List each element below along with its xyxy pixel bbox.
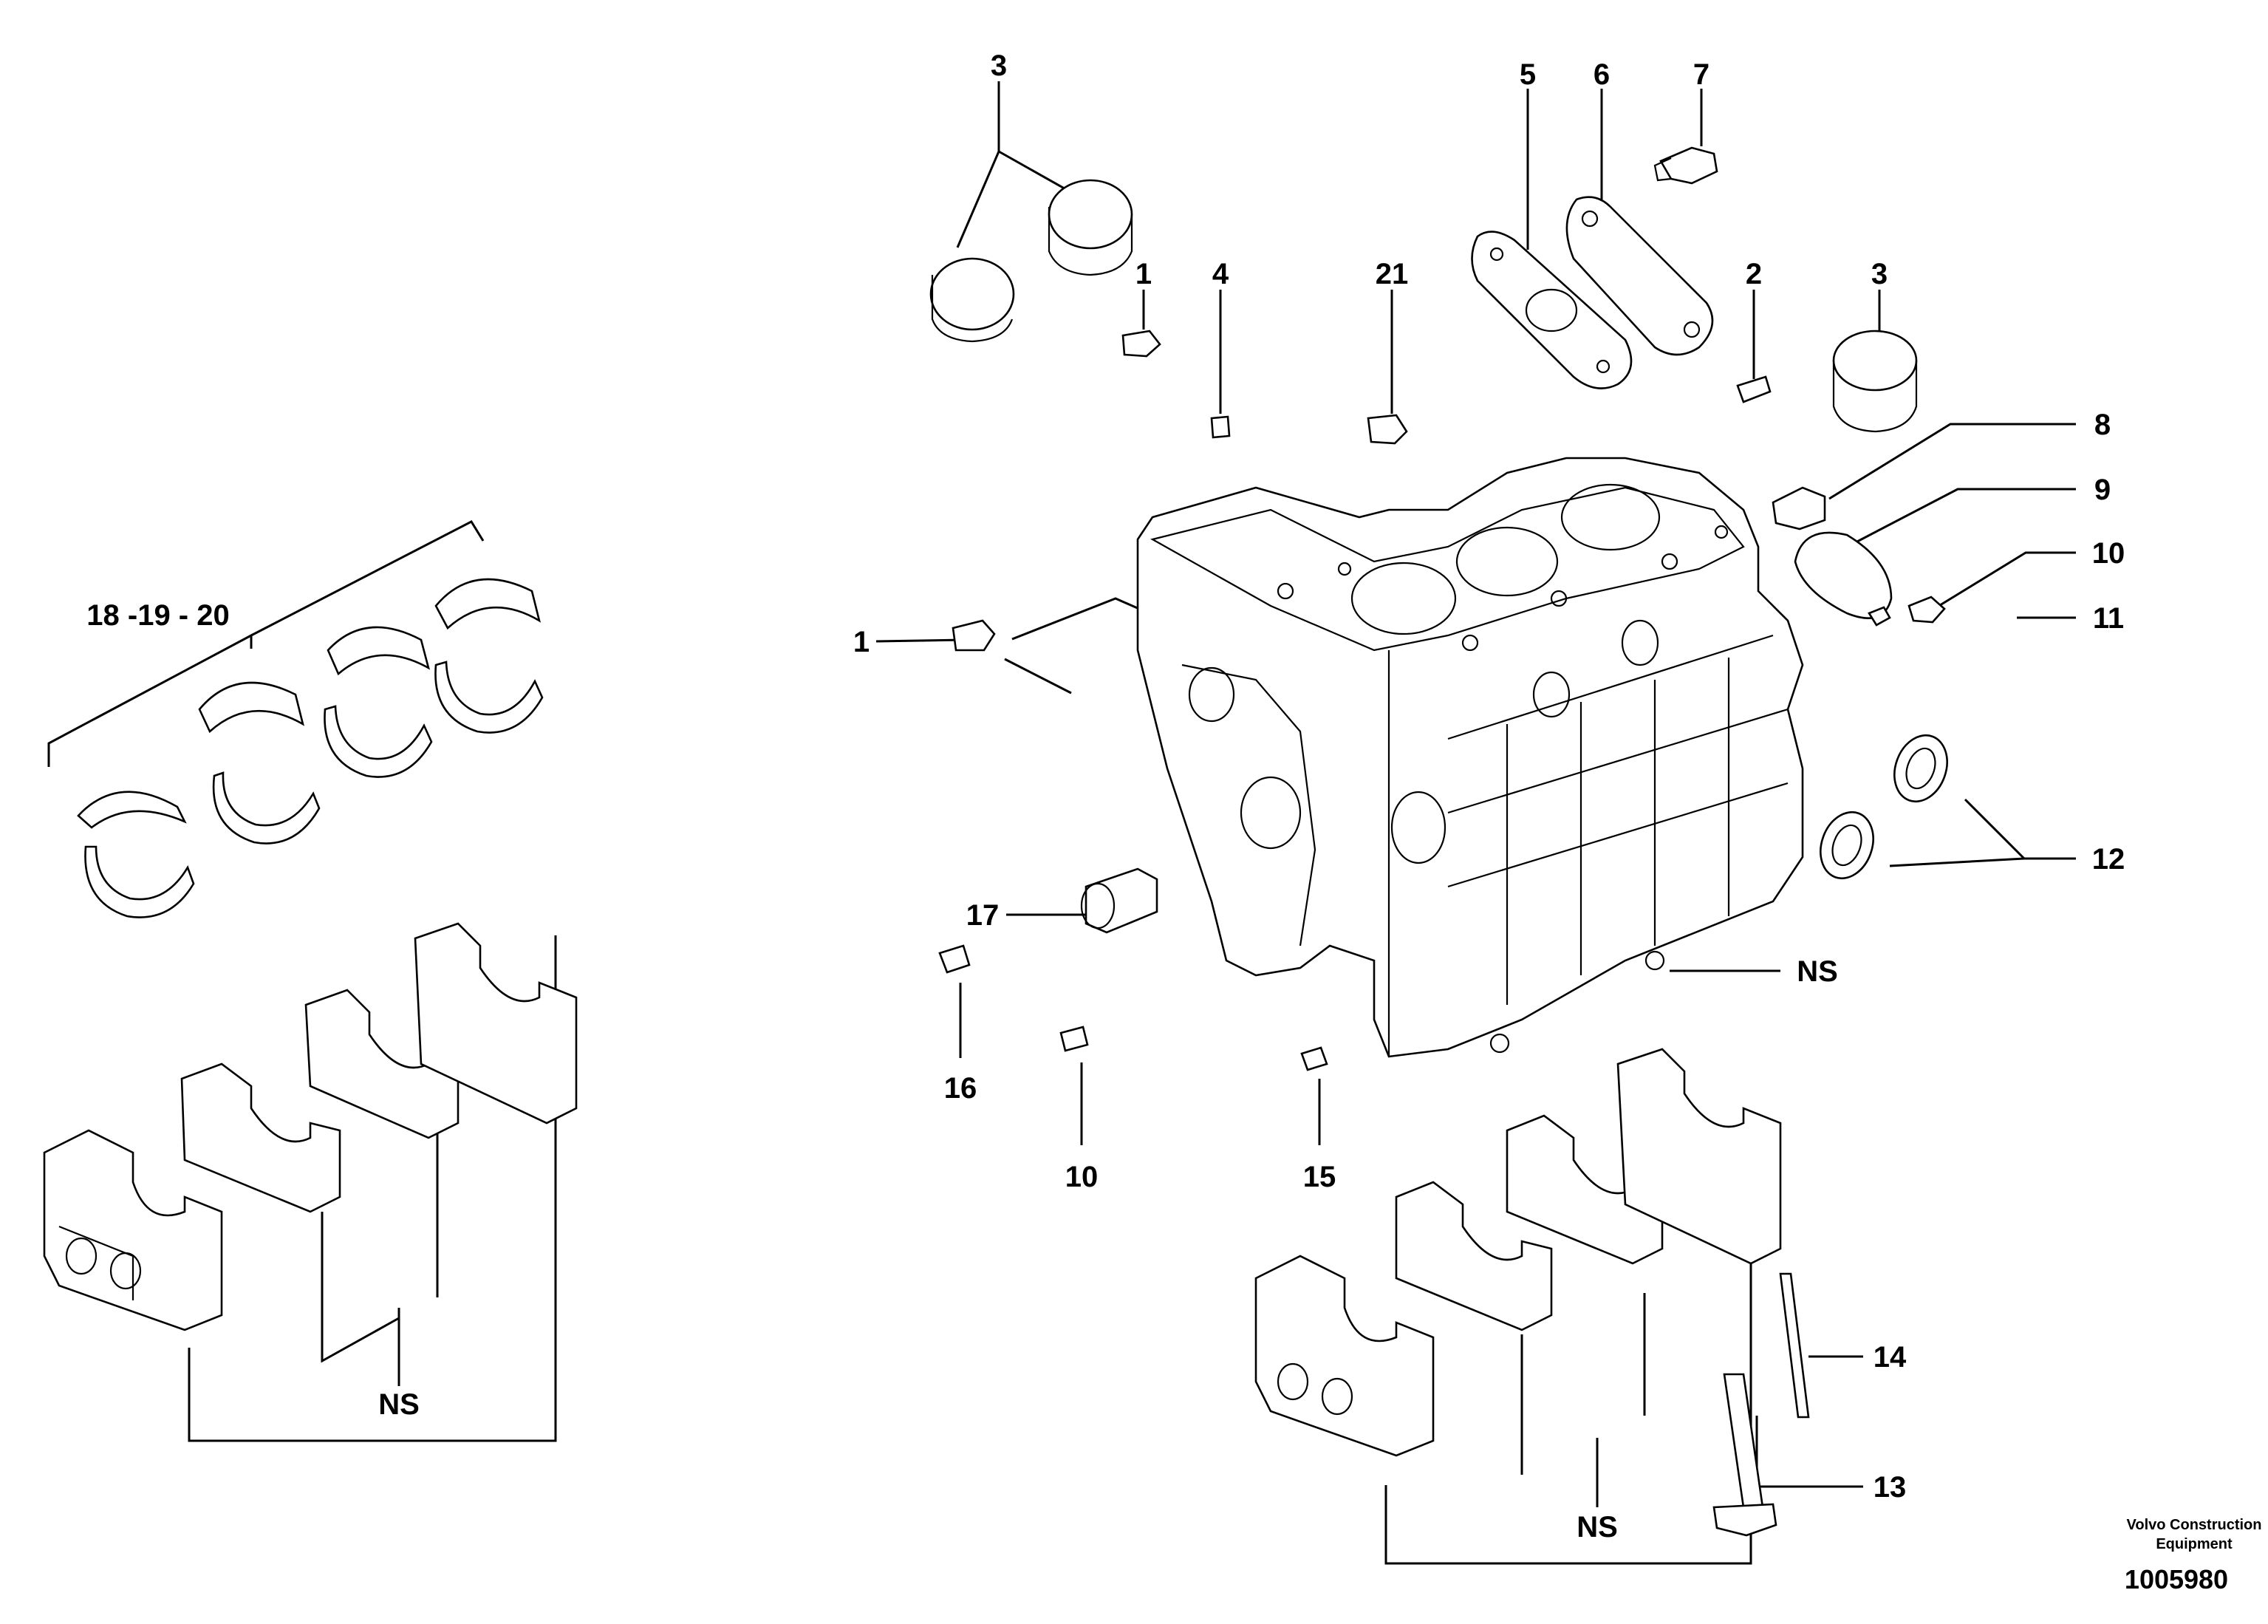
callout-21: 21 [1376,258,1409,290]
credit-line-1: Volvo Construction [2127,1517,2262,1533]
callout-ns-right: NS [1577,1511,1618,1543]
callout-ns-left: NS [378,1388,420,1421]
leader-lines [47,81,2076,1565]
callout-11: 11 [2093,602,2124,635]
callout-16: 16 [944,1072,977,1105]
small-pin-icon [938,944,1328,1071]
oil-seal-icon [1820,734,1948,880]
callout-15: 15 [1303,1161,1336,1193]
callout-12: 12 [2092,843,2125,876]
credit-line-2: Equipment [2156,1536,2233,1552]
cap-bolt-icon [1712,1373,1777,1537]
expansion-disc-icon [1794,531,1893,619]
plug-bolt-icon [1653,146,1718,185]
callout-labels: 3 5 6 7 1 4 21 2 3 8 9 10 11 1 12 17 NS … [86,50,2125,1543]
callout-1b: 1 [853,626,870,658]
callout-3b: 3 [1871,258,1888,290]
main-bearing-cap-icon [43,922,578,1331]
core-plug-icon [929,179,1133,343]
dowel-pin-icon [1868,596,1946,627]
cover-plate-icon [1565,196,1714,356]
drain-plug-icon [1772,486,1826,530]
callout-5: 5 [1520,58,1536,91]
core-plug-icon [1832,330,1918,433]
callout-14: 14 [1874,1341,1907,1374]
title-block: Volvo Construction Equipment 1005980 [2125,1517,2262,1594]
parts-drawing [43,146,1948,1537]
callout-10a: 10 [2092,537,2125,570]
callout-3a: 3 [991,50,1007,82]
callout-13: 13 [1874,1471,1907,1504]
callout-6: 6 [1594,58,1610,91]
small-plug-icon [1121,330,1772,445]
gasket-icon [1471,231,1633,389]
callout-8: 8 [2094,409,2111,441]
main-bearing-cap-icon [1254,1048,1782,1457]
callout-ns-block: NS [1797,955,1838,988]
callout-10b: 10 [1065,1161,1099,1193]
callout-2: 2 [1746,258,1762,290]
callout-4: 4 [1212,258,1229,290]
callout-1a: 1 [1135,258,1152,290]
stud-icon [1779,1272,1810,1419]
callout-9: 9 [2094,474,2111,506]
bearing-shell-icon [77,578,544,918]
cup-plug-icon [1080,867,1158,934]
cylinder-block-icon [1136,457,1804,1058]
callout-17: 17 [966,899,1000,932]
small-plug-icon [952,619,996,652]
callout-7: 7 [1693,58,1709,91]
document-number: 1005980 [2125,1564,2228,1594]
callout-18-19-20: 18 -19 - 20 [86,599,229,632]
